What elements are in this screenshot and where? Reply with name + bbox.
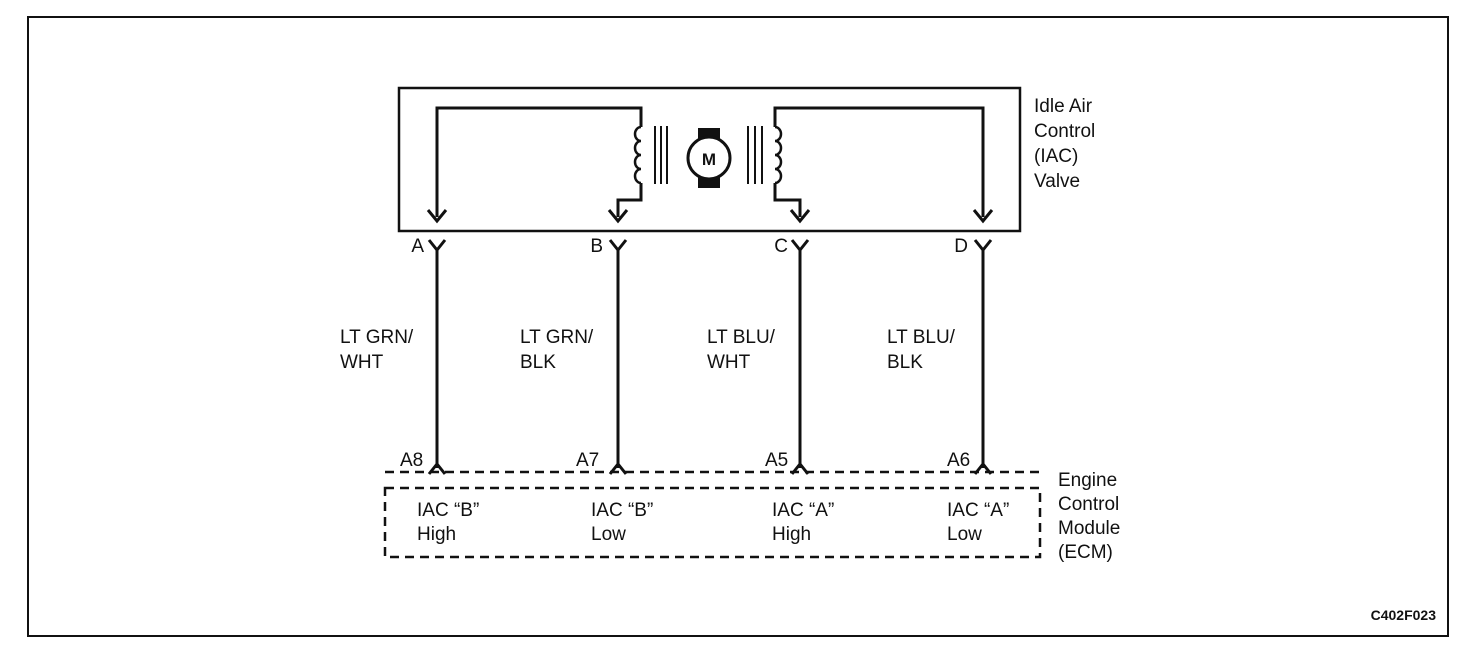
iac-valve-label-line-4: Valve [1034,171,1080,192]
ecm-box [383,486,1042,559]
right-coil-circuit [747,106,994,224]
iac-valve-label-line-2: Control [1034,121,1095,142]
ecm-label-line-2: Control [1058,494,1119,515]
ecm-function-a7-line-2: Low [591,524,626,545]
motor-icon: M [686,128,732,188]
terminal-b-arrow-icon [607,209,629,224]
wire-a-color-line-2: WHT [340,352,384,373]
ecm-function-a6-line-1: IAC “A” [947,500,1009,521]
terminal-a-arrow-icon [426,209,448,224]
iac-valve-box [397,86,1022,233]
motor-symbol-label: M [702,150,716,169]
left-coil-circuit [426,106,668,224]
terminal-d-label: D [954,236,968,257]
ecm-function-a7-line-1: IAC “B” [591,500,653,521]
ecm-function-a5-line-1: IAC “A” [772,500,834,521]
ecm-connector-pins [427,461,993,475]
ecm-label-line-4: (ECM) [1058,542,1113,563]
ecm-function-a5-line-2: High [772,524,811,545]
wire-b-color-line-2: BLK [520,352,556,373]
valve-connector-terminals [427,239,993,253]
terminal-c-label: C [774,236,788,257]
wire-d-color-line-1: LT BLU/ [887,327,956,348]
wire-b-color-line-1: LT GRN/ [520,327,594,348]
ecm-function-a6-line-2: Low [947,524,982,545]
terminal-b-label: B [590,236,603,257]
ecm-pin-a6-label: A6 [947,450,970,471]
ecm-pin-a5-label: A5 [765,450,788,471]
iac-valve-label-line-3: (IAC) [1034,146,1078,167]
ecm-label-line-3: Module [1058,518,1120,539]
ecm-function-a8-line-2: High [417,524,456,545]
ecm-pin-a8-label: A8 [400,450,423,471]
wire-a-color-line-1: LT GRN/ [340,327,414,348]
wire-c-color-line-2: WHT [707,352,751,373]
terminal-d-arrow-icon [972,209,994,224]
iac-valve-label-line-1: Idle Air [1034,96,1093,117]
wire-d-color-line-2: BLK [887,352,923,373]
ecm-pin-a7-label: A7 [576,450,599,471]
terminal-a-label: A [411,236,424,257]
diagram-frame [27,16,1449,637]
terminal-c-arrow-icon [789,209,811,224]
wire-c-color-line-1: LT BLU/ [707,327,776,348]
ecm-function-a8-line-1: IAC “B” [417,500,479,521]
figure-id: C402F023 [1371,607,1437,623]
ecm-label-line-1: Engine [1058,470,1117,491]
